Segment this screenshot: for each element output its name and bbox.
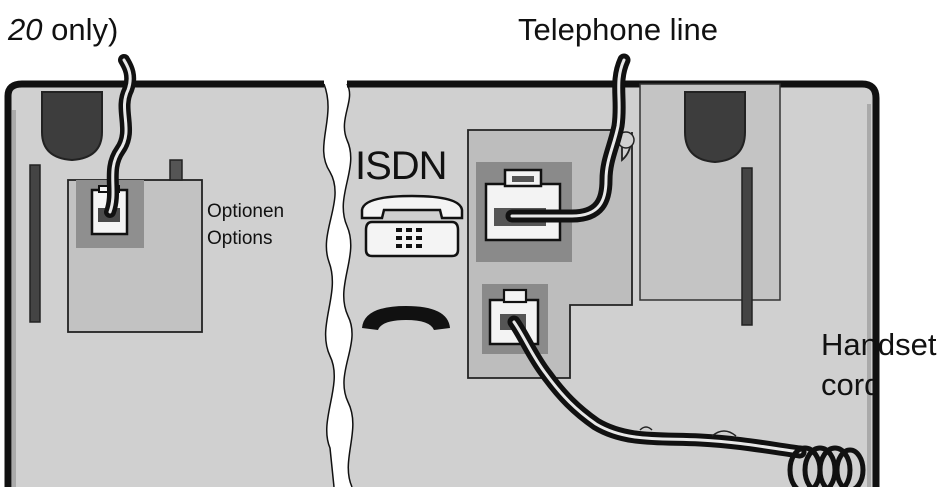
right-housing [342,53,880,488]
isdn-label: ISDN [355,144,448,188]
left-housing [4,54,336,488]
handset-cord-label: Handset cord [821,325,936,405]
handset-cord-label-line2: cord [821,367,882,402]
handset-icon [362,306,450,330]
right-cradle-bump [684,91,746,164]
left-cradle-bump [41,91,103,162]
options-label-english: Options [207,228,273,249]
telephone-line-label: Telephone line [518,12,718,47]
desk-telephone-icon [360,194,464,258]
options-label: Optionen Options [207,198,284,252]
right-foot-rail [741,167,753,326]
handset-cord-label-line1: Handset [821,327,937,362]
top-left-label: 20 only) [8,14,118,45]
options-label-german: Optionen [207,201,285,222]
left-foot-rail [29,164,41,323]
options-tab [169,159,183,181]
top-left-label-number: 20 [8,12,43,47]
top-left-label-text: only) [42,12,119,47]
